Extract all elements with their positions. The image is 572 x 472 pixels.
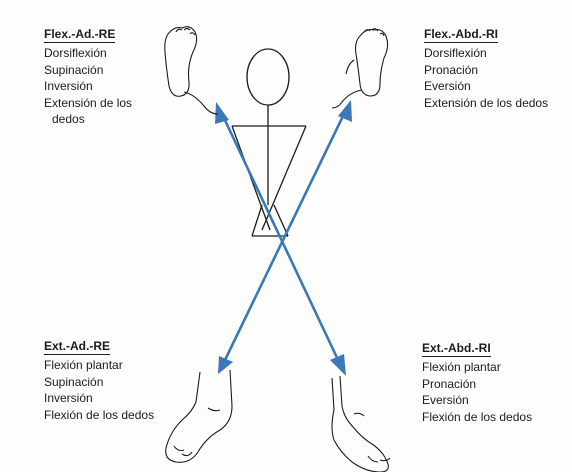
arrow-head-top-right <box>338 100 352 122</box>
movement-item: Supinación <box>44 374 154 391</box>
movement-item: dedos <box>44 111 132 128</box>
quadrant-top-right: Flex.-Abd.-RI Dorsiflexión Pronación Eve… <box>424 26 548 111</box>
movement-item: Eversión <box>424 78 548 95</box>
movement-item: Supinación <box>44 62 132 79</box>
foot-top-right-icon <box>332 29 388 108</box>
movement-item: Pronación <box>424 62 548 79</box>
quadrant-top-left: Flex.-Ad.-RE Dorsiflexión Supinación Inv… <box>44 26 132 128</box>
foot-bottom-left-icon <box>166 370 232 462</box>
movement-item: Flexión de los dedos <box>44 407 154 424</box>
movement-item: Flexión de los dedos <box>422 409 532 426</box>
quadrant-bottom-right: Ext.-Abd.-RI Flexión plantar Pronación E… <box>422 340 532 425</box>
movement-item: Flexión plantar <box>44 357 154 374</box>
arrow-head-top-left <box>215 102 229 124</box>
movement-item: Inversión <box>44 78 132 95</box>
arrow-diagonal-1 <box>223 116 339 362</box>
movement-item: Extensión de los dedos <box>424 95 548 112</box>
movement-item: Dorsiflexión <box>44 45 132 62</box>
quadrant-title: Flex.-Abd.-RI <box>424 27 498 43</box>
movement-item: Pronación <box>422 376 532 393</box>
quadrant-bottom-left: Ext.-Ad.-RE Flexión plantar Supinación I… <box>44 338 154 423</box>
quadrant-title: Flex.-Ad.-RE <box>44 27 115 43</box>
figure-head <box>247 49 289 105</box>
movement-item: Dorsiflexión <box>424 45 548 62</box>
movement-item: Eversión <box>422 392 532 409</box>
arrow-diagonal-2 <box>225 114 344 360</box>
quadrant-title: Ext.-Ad.-RE <box>44 339 110 355</box>
quadrant-title: Ext.-Abd.-RI <box>422 341 491 357</box>
movement-item: Flexión plantar <box>422 359 532 376</box>
foot-top-left-icon <box>165 27 218 114</box>
stick-figure <box>232 49 306 236</box>
movement-item: Inversión <box>44 390 154 407</box>
foot-bottom-right-icon <box>332 376 390 472</box>
arrow-head-bottom-right <box>330 354 346 376</box>
diagonal-arrows <box>215 100 352 376</box>
movement-item: Extensión de los <box>44 95 132 112</box>
